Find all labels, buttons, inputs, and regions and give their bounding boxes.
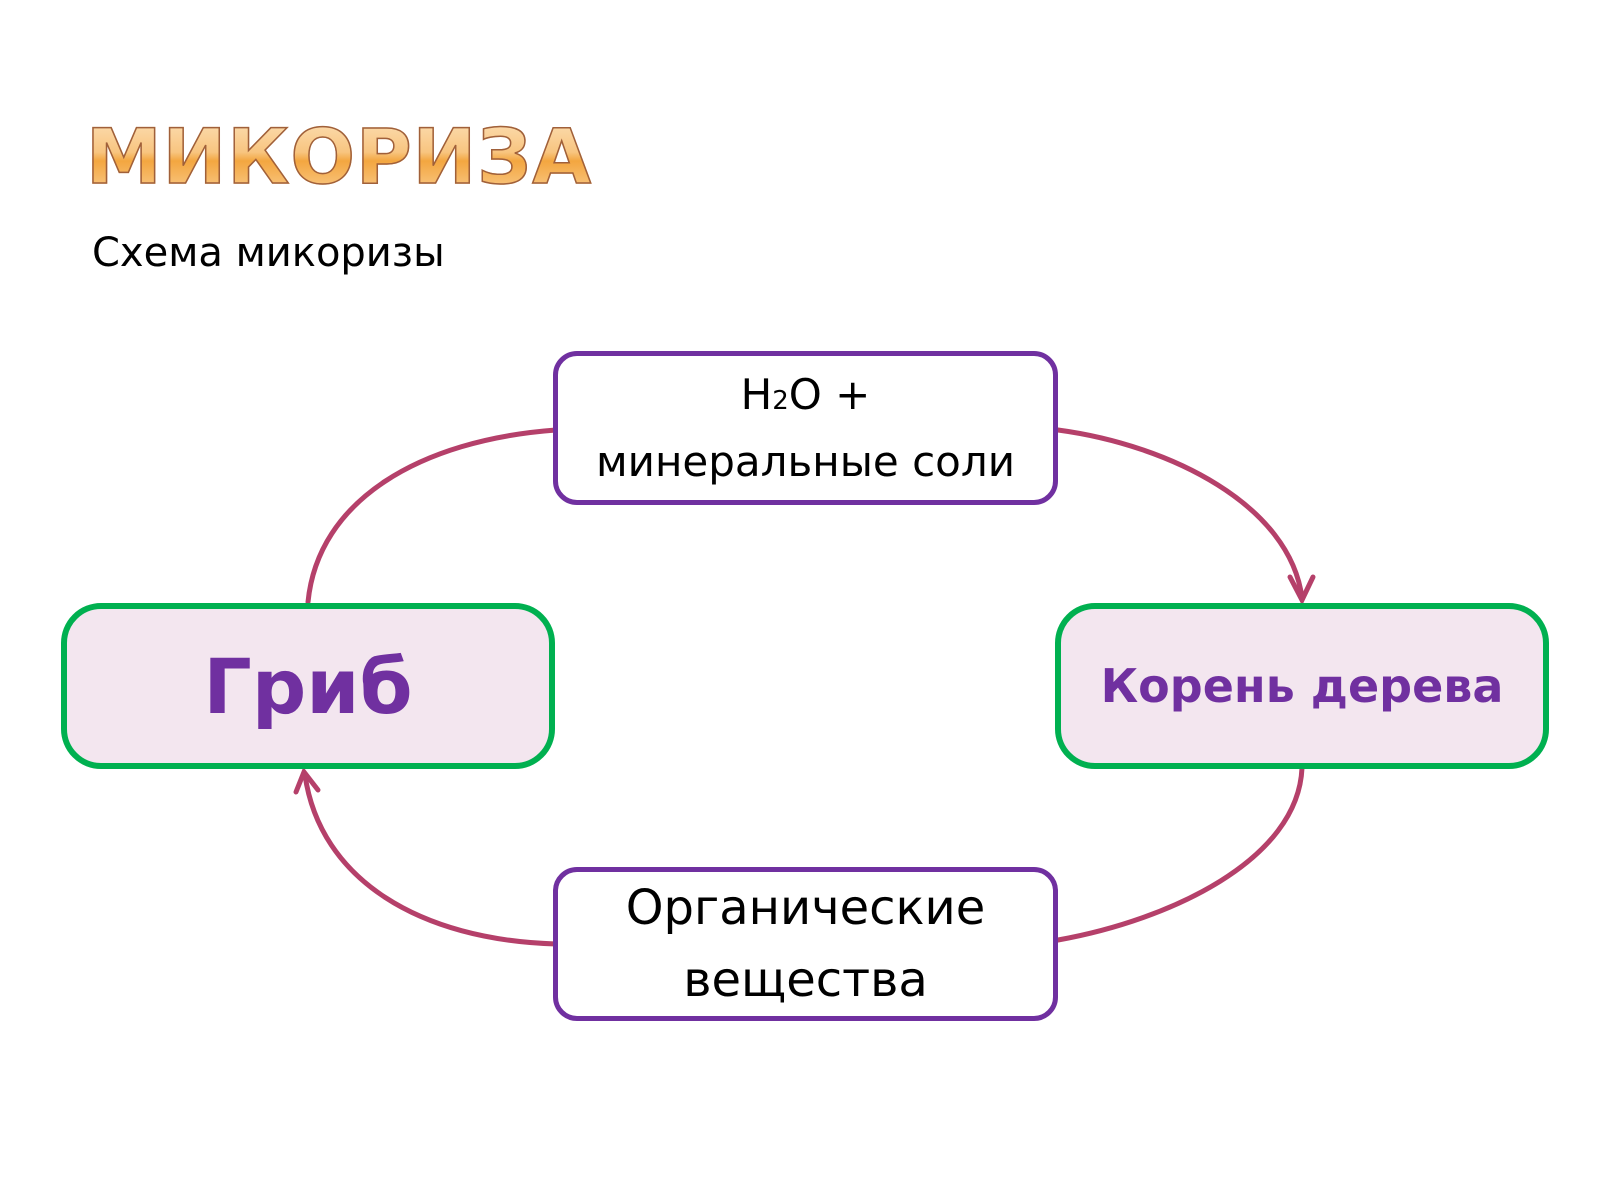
organic-line2: вещества [683,952,928,1008]
formula-h: H [740,369,773,419]
node-water-minerals: H2O + минеральные соли [553,351,1058,505]
arrow-bottom-to-fungus [302,772,559,947]
tree-root-label: Корень дерева [1100,659,1504,713]
slide-title: МИКОРИЗА [85,111,593,202]
node-fungus: Гриб [61,603,555,769]
fungus-label: Гриб [203,641,413,731]
slide-subtitle: Схема микоризы [92,230,445,276]
arrow-top-to-root [1055,427,1305,601]
arrow-fungus-to-top [305,427,559,605]
arrow-root-to-bottom [1055,765,1305,943]
minerals-label: минеральные соли [595,437,1015,486]
water-formula: H2O + [741,361,871,428]
arrow-head-fungus [293,767,321,795]
formula-subscript: 2 [772,385,789,416]
node-tree-root: Корень дерева [1055,603,1549,769]
node-organic-matter: Органические вещества [553,867,1058,1021]
formula-o-plus: O + [788,369,871,419]
arrow-head-root [1287,574,1316,606]
organic-line1: Органические [625,880,986,936]
